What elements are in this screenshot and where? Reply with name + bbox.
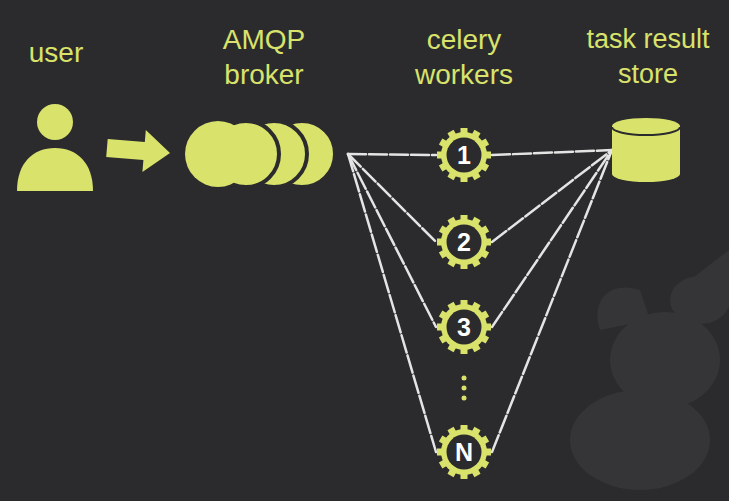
connection-line (348, 154, 436, 155)
connection-line (492, 150, 612, 452)
worker-gear: 3 (436, 299, 492, 355)
node-heading: task result store (568, 22, 728, 92)
watermark-unicorn (570, 250, 729, 490)
worker-number: N (436, 424, 492, 480)
worker-gear: N (436, 424, 492, 480)
message-broker-shape (182, 118, 348, 190)
connection-line (348, 154, 436, 452)
flow-arrow (106, 130, 170, 172)
worker-number: 1 (436, 127, 492, 183)
worker-number: 2 (436, 214, 492, 270)
worker-gear: 1 (436, 127, 492, 183)
group-heading: celery workers (394, 22, 534, 92)
node-heading: user (10, 35, 102, 70)
node-heading: AMQP broker (204, 22, 324, 92)
message-broker: AMQP broker (178, 22, 350, 192)
worker-gear: 2 (436, 214, 492, 270)
result-store-shape (612, 118, 680, 182)
user-actor-shape (15, 103, 95, 191)
connection-line (492, 150, 612, 155)
ellipsis-dots (462, 376, 467, 401)
user-actor: user (10, 35, 102, 195)
worker-number: 3 (436, 299, 492, 355)
result-store: task result store (568, 22, 728, 187)
